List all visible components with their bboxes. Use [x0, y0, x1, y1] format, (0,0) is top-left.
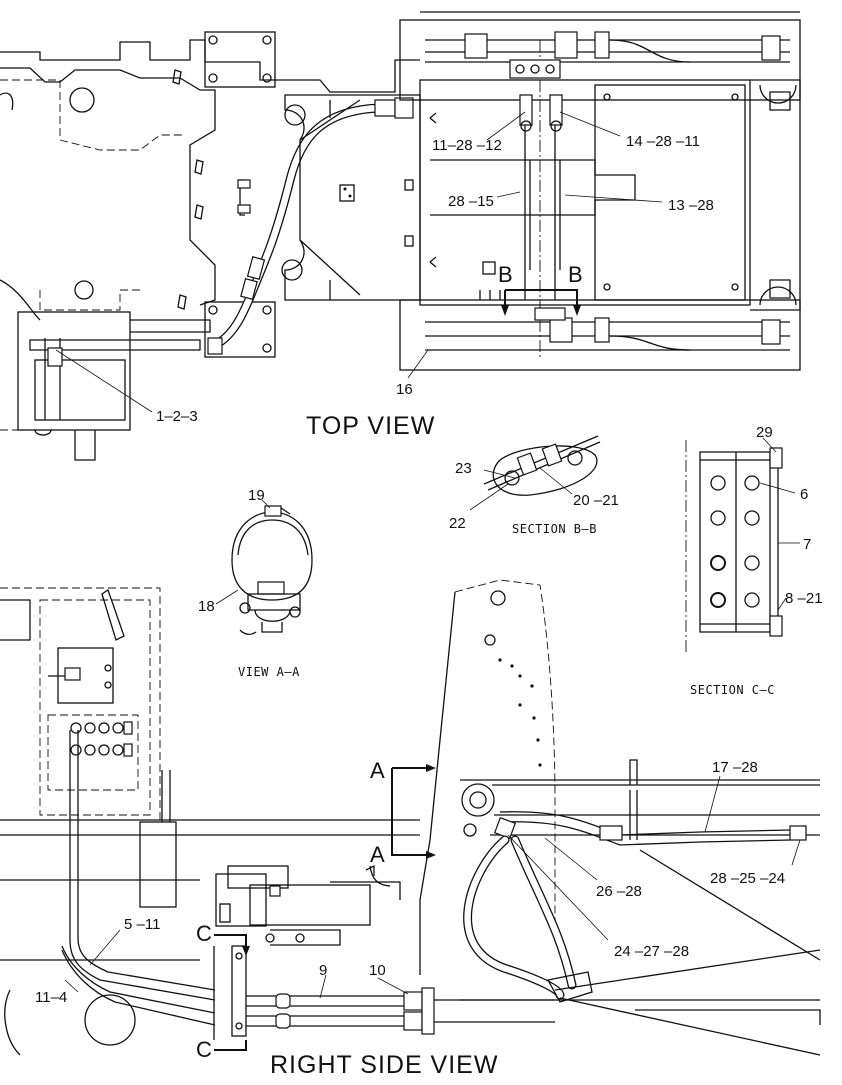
callout-19: 19	[248, 487, 265, 504]
callout-14-28-11: 14 –28 –11	[626, 133, 700, 150]
callout-24-27-28: 24 –27 –28	[614, 943, 689, 960]
callout-10: 10	[369, 962, 386, 979]
cut-label-b-right: B	[568, 262, 583, 287]
callout-7: 7	[803, 536, 811, 553]
label-section-bb: SECTION B–B	[512, 522, 597, 536]
cut-label-b-left: B	[498, 262, 513, 287]
label-section-cc: SECTION C–C	[690, 683, 775, 697]
callout-16: 16	[396, 381, 413, 398]
callout-18: 18	[198, 598, 215, 615]
cut-label-a-upper: A	[370, 758, 385, 783]
label-view-aa: VIEW A–A	[238, 665, 300, 679]
callout-5-11: 5 –11	[124, 916, 160, 933]
callout-29: 29	[756, 424, 773, 441]
callout-28-15: 28 –15	[448, 193, 494, 210]
callout-1-2-3: 1–2–3	[156, 408, 198, 425]
top-view-drawing: B B	[0, 11, 801, 461]
callout-9: 9	[319, 962, 327, 979]
callout-20-21: 20 –21	[573, 492, 619, 509]
callout-22: 22	[449, 515, 466, 532]
callout-6: 6	[800, 486, 808, 503]
callout-11-4: 11–4	[35, 989, 67, 1006]
right-side-view-drawing	[0, 579, 821, 1056]
cut-label-a-lower: A	[370, 842, 385, 867]
view-aa-drawing	[215, 499, 313, 636]
callout-13-28: 13 –28	[668, 197, 714, 214]
cut-label-c-lower: C	[196, 1037, 212, 1062]
callout-8-21: 8 –21	[785, 590, 823, 607]
callout-28-25-24: 28 –25 –24	[710, 870, 785, 887]
callout-26-28: 26 –28	[596, 883, 642, 900]
cut-label-c-upper: C	[196, 921, 212, 946]
callout-17-28: 17 –28	[712, 759, 758, 776]
label-right-side-view: RIGHT SIDE VIEW	[270, 1051, 498, 1079]
section-cc-drawing	[685, 437, 800, 655]
label-top-view: TOP VIEW	[306, 412, 435, 440]
callout-11-28-12: 11–28 –12	[432, 137, 502, 154]
callout-23: 23	[455, 460, 472, 477]
section-bb-drawing	[469, 435, 601, 511]
